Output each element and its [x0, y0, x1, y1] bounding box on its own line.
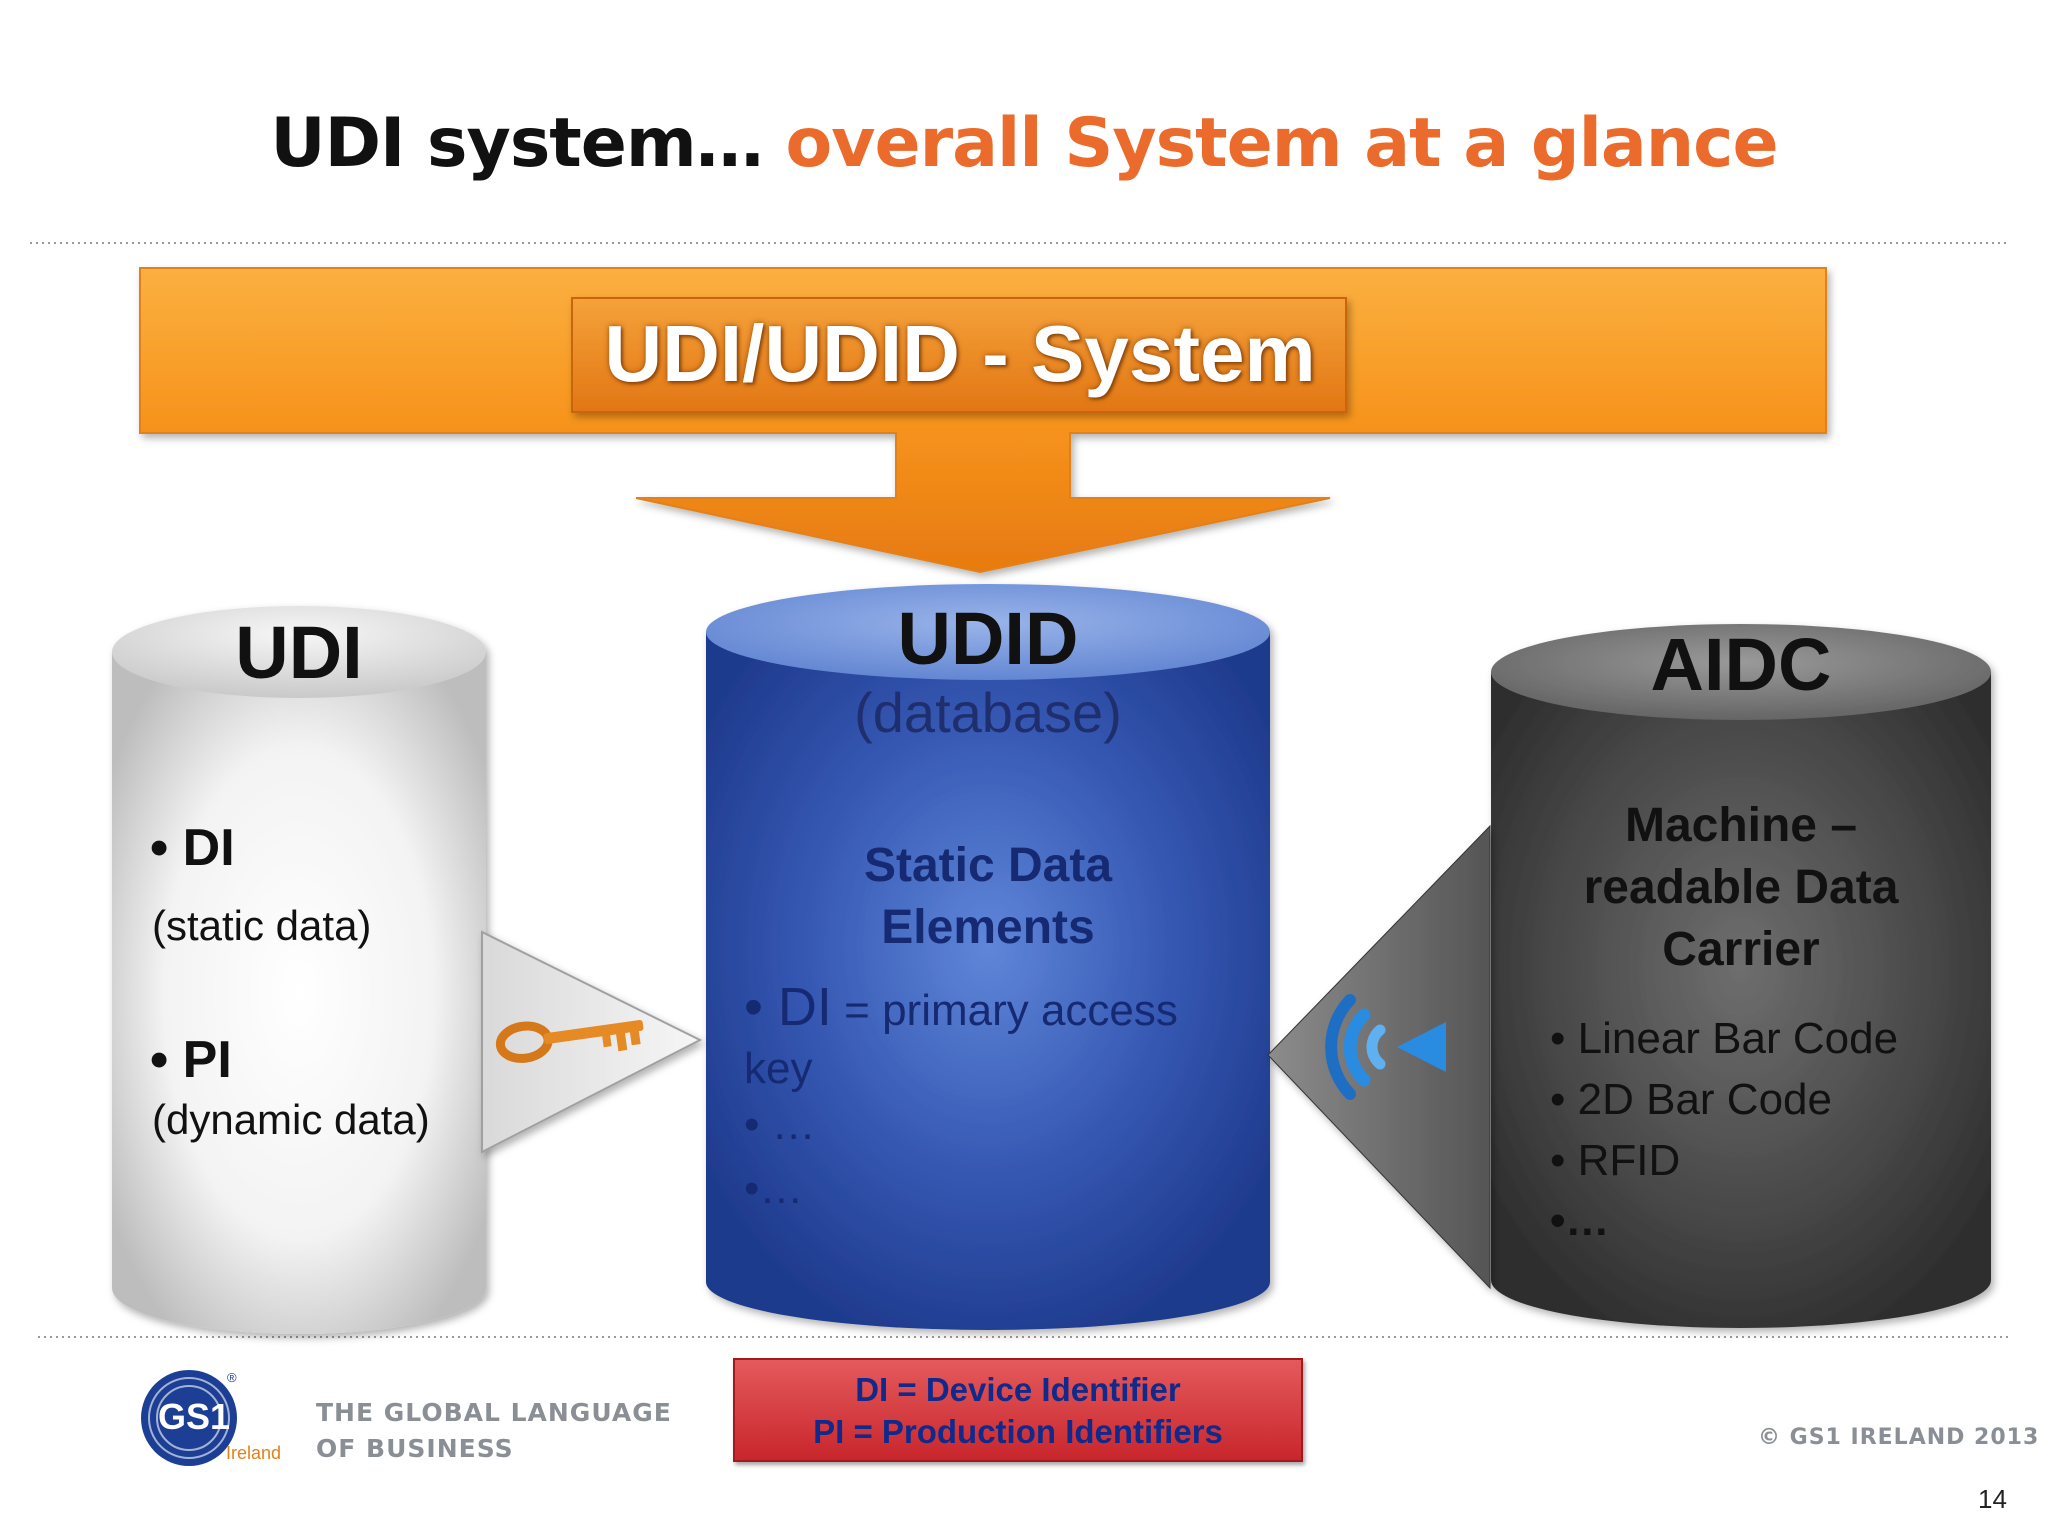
system-banner: [139, 267, 1827, 574]
aidc-cylinder: [1491, 624, 1991, 1328]
udid-title: UDID: [897, 597, 1079, 680]
legend-line-di: DI = Device Identifier: [855, 1371, 1181, 1408]
udid-item-di-text: = primary access: [831, 986, 1178, 1035]
udi-item-pi: • PI: [150, 1031, 232, 1089]
udid-cylinder: [706, 584, 1270, 1330]
legend-box: DI = Device Identifier PI = Production I…: [733, 1358, 1303, 1462]
aidc-item-linear: • Linear Bar Code: [1550, 1014, 1899, 1063]
system-label: UDI/UDID - System: [604, 309, 1316, 398]
aidc-item-more: •…: [1550, 1196, 1610, 1245]
aidc-heading-line2: readable Data: [1583, 861, 1899, 914]
page-number: 14: [1978, 1484, 2007, 1514]
slide-title: UDI system… overall System at a glance: [0, 104, 2048, 183]
aidc-heading-line3: Carrier: [1662, 923, 1820, 976]
title-part1: UDI system…: [270, 104, 763, 183]
key-icon: [495, 1019, 644, 1063]
gs1-logo-sub: Ireland: [226, 1443, 282, 1463]
udid-item-di-bullet: • DI: [744, 977, 832, 1037]
system-label-box: [571, 297, 1347, 413]
udid-heading-line2: Elements: [881, 901, 1095, 954]
udid-item-di: • DI = primary access: [744, 976, 1178, 1038]
gs1-logo-mark: [141, 1370, 237, 1466]
udid-item-3: •…: [744, 1164, 804, 1213]
udi-item-di-note: (static data): [152, 902, 372, 949]
aidc-heading-line1: Machine –: [1624, 799, 1858, 852]
copyright: © GS1 IRELAND 2013: [1758, 1425, 2040, 1450]
aidc-title: AIDC: [1650, 623, 1832, 706]
udi-title: UDI: [235, 611, 363, 694]
wireless-icon: [1325, 994, 1446, 1100]
tagline-line2: OF BUSINESS: [316, 1434, 514, 1463]
udi-cylinder: [112, 606, 486, 1334]
udid-item-di-cont: key: [744, 1044, 813, 1093]
udid-heading-line1: Static Data: [863, 839, 1113, 892]
udid-subtitle: (database): [854, 681, 1122, 744]
title-part2: overall System at a glance: [785, 104, 1778, 183]
tagline-line1: THE GLOBAL LANGUAGE: [316, 1398, 672, 1427]
udi-item-di: • DI: [150, 819, 235, 877]
gs1-logo-text: GS1: [158, 1396, 231, 1437]
left-connector: [481, 930, 703, 1154]
legend-line-pi: PI = Production Identifiers: [813, 1413, 1223, 1450]
udid-item-2: • …: [744, 1100, 816, 1149]
udi-item-pi-note: (dynamic data): [152, 1096, 430, 1143]
aidc-item-2d: • 2D Bar Code: [1550, 1075, 1832, 1124]
aidc-item-rfid: • RFID: [1550, 1136, 1681, 1185]
gs1-logo-registered: ®: [227, 1370, 237, 1385]
